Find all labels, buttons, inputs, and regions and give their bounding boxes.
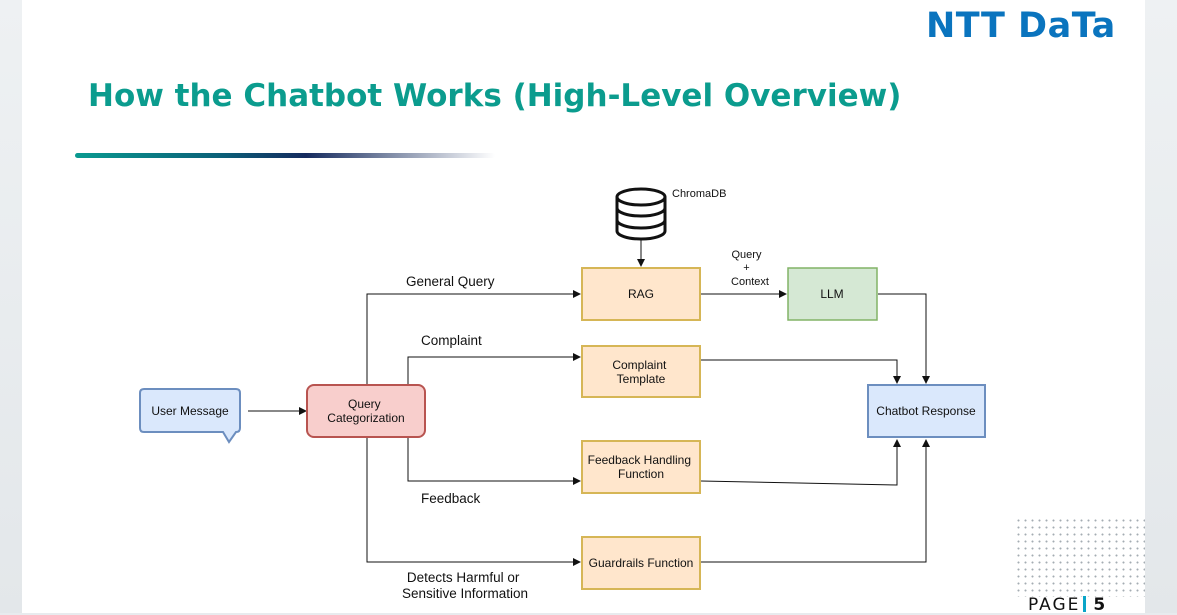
rag-node: [581, 267, 701, 321]
arrow-complaint: [407, 353, 581, 385]
arrow-general-query: [366, 290, 581, 385]
page-number: 5: [1093, 595, 1108, 615]
query-context-label-2: +: [743, 262, 749, 274]
complaint-label: Complaint: [421, 333, 482, 348]
decorative-dot-grid: [1015, 517, 1145, 597]
harmful-label-2: Sensitive Information: [402, 586, 528, 601]
complaint-template-node: [581, 345, 701, 398]
chatbot-response-node: [867, 384, 986, 438]
svg-text:Complaint Template: Complaint Template: [612, 358, 669, 386]
feedback-label: Feedback: [421, 491, 481, 506]
svg-text:Query Categorization: Query Categorization: [327, 397, 404, 425]
general-query-label: General Query: [406, 274, 495, 289]
query-context-label-3: Context: [731, 276, 769, 288]
database-icon: [615, 187, 667, 241]
arrow-guardrails-to-response: [701, 439, 930, 563]
llm-node: [787, 267, 878, 321]
feedback-function-label-1: Feedback Handling: [588, 453, 691, 467]
feedback-function-node: [581, 440, 701, 494]
page-label: PAGE: [1028, 595, 1081, 615]
slide-title: How the Chatbot Works (High-Level Overvi…: [88, 78, 902, 114]
llm-label: LLM: [820, 287, 843, 301]
ntt-data-logo: NTT DaTa: [926, 6, 1116, 46]
complaint-template-label-2: Template: [617, 372, 666, 386]
svg-text:Feedback Handling Function: Feedback Handling Function: [588, 453, 695, 481]
right-margin: [1145, 0, 1177, 613]
arrow-guardrails: [366, 437, 581, 566]
feedback-function-label-2: Function: [618, 467, 664, 481]
arrow-complaint-to-response: [701, 359, 901, 384]
title-underline: [75, 153, 495, 158]
query-categorization-label-2: Categorization: [327, 411, 404, 425]
database-label: ChromaDB: [672, 188, 726, 200]
arrow-feedback: [407, 437, 581, 485]
chatbot-response-label: Chatbot Response: [876, 404, 976, 418]
page-indicator: PAGE 5: [1028, 595, 1107, 615]
arrow-feedback-to-response: [700, 439, 901, 486]
query-categorization-label-1: Query: [348, 397, 381, 411]
svg-text:Detects Harmful or Sensiti: Detects Harmful or Sensitive Information: [402, 570, 528, 601]
user-message-node: [139, 388, 241, 444]
guardrails-function-node: [581, 536, 701, 590]
rag-label: RAG: [628, 287, 654, 301]
page-separator: [1083, 596, 1087, 612]
query-context-label-1: Query: [731, 249, 761, 261]
user-message-label: User Message: [151, 404, 229, 418]
left-margin: [0, 0, 22, 613]
connectors: [248, 240, 930, 566]
arrow-llm-to-response: [878, 293, 930, 384]
complaint-template-label-1: Complaint: [612, 358, 667, 372]
harmful-label-1: Detects Harmful or: [407, 570, 520, 585]
guardrails-function-label: Guardrails Function: [589, 556, 694, 570]
query-categorization-node: [306, 384, 426, 438]
svg-text:Query + Context: Query + Context: [731, 249, 769, 288]
